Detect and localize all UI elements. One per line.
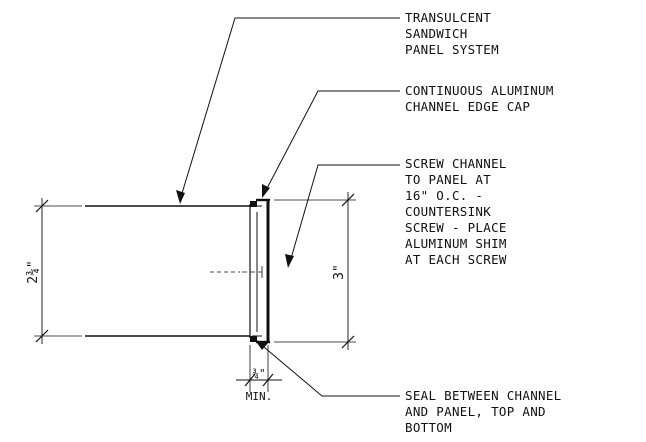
callout-screw-line-6: ALUMINUM SHIM — [405, 236, 507, 251]
leader-lines — [176, 17, 400, 397]
channel-height-label: 3" — [332, 264, 347, 280]
callout-seal-line-3: BOTTOM — [405, 420, 452, 435]
callout-panel-system: TRANSULCENT SANDWICH PANEL SYSTEM — [405, 10, 499, 57]
callout-screw-line-1: SCREW CHANNEL — [405, 156, 507, 171]
top-seal — [250, 201, 257, 207]
callout-screw-line-7: AT EACH SCREW — [405, 252, 507, 267]
dimension-channel-height: 3" — [274, 192, 356, 350]
bottom-seal — [250, 336, 257, 342]
aluminum-channel-edge-cap — [242, 198, 270, 344]
panel-height-label: 2¾" — [26, 260, 41, 283]
callout-screw-line-3: 16" O.C. - — [405, 188, 483, 203]
callout-edge-cap: CONTINUOUS ALUMINUM CHANNEL EDGE CAP — [405, 83, 562, 114]
callout-panel-line-3: PANEL SYSTEM — [405, 42, 499, 57]
dimension-channel-width: ¾" MIN. — [236, 345, 282, 403]
callout-seal-line-2: AND PANEL, TOP AND — [405, 404, 546, 419]
callout-seal: SEAL BETWEEN CHANNEL AND PANEL, TOP AND … — [405, 388, 569, 435]
callout-screw-line-5: SCREW - PLACE — [405, 220, 507, 235]
callout-panel-line-2: SANDWICH — [405, 26, 468, 41]
callout-screw: SCREW CHANNEL TO PANEL AT 16" O.C. - COU… — [405, 156, 515, 267]
callout-cap-line-2: CHANNEL EDGE CAP — [405, 99, 530, 114]
channel-width-label: ¾" — [252, 367, 265, 380]
callout-screw-line-4: COUNTERSINK — [405, 204, 491, 219]
sandwich-panel — [85, 204, 251, 338]
callout-seal-line-1: SEAL BETWEEN CHANNEL — [405, 388, 562, 403]
channel-width-min-label: MIN. — [246, 390, 273, 403]
callout-screw-line-2: TO PANEL AT — [405, 172, 491, 187]
callout-panel-line-1: TRANSULCENT — [405, 10, 491, 25]
callout-cap-line-1: CONTINUOUS ALUMINUM — [405, 83, 554, 98]
dimension-panel-height: 2¾" — [26, 198, 82, 344]
